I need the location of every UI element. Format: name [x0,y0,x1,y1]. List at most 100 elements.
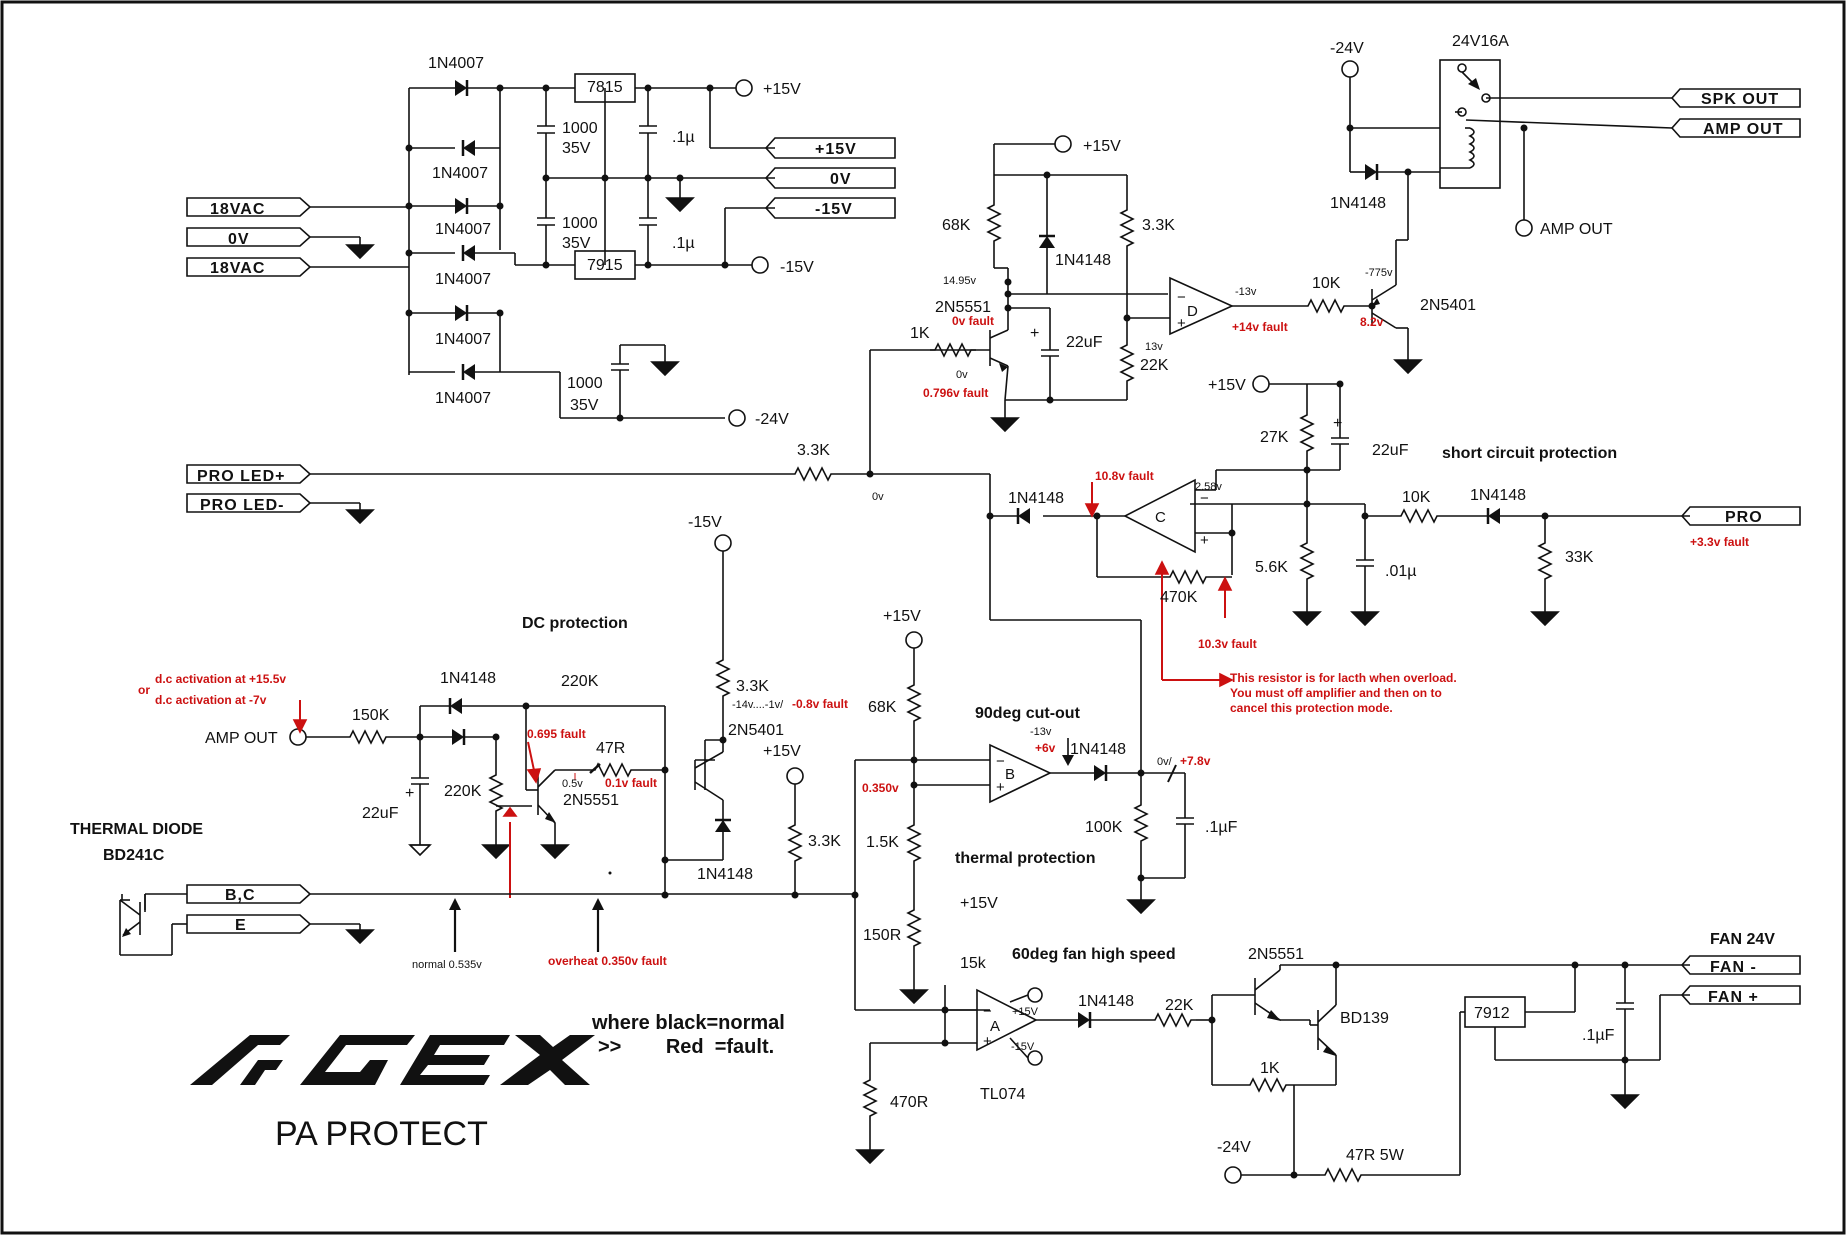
section-dc-protection: DC protection [522,615,628,632]
label-m24v-fan: -24V [1217,1139,1251,1156]
label-q-fan: 2N5551 [1248,946,1304,963]
label-c-diode: 1N4148 [1008,490,1064,507]
label-r100k: 100K [1085,819,1123,836]
label-b-diode: 1N4148 [1070,741,1126,758]
label-d2: 1N4007 [432,165,488,182]
label-dc-diode: 1N4148 [440,670,496,687]
label-m08-fault: -0.8v fault [792,697,848,711]
label-rail-p15: +15V [763,81,801,98]
label-overheat: overheat 0.350v fault [548,954,667,968]
label-relay: 24V16A [1452,33,1509,50]
label-opa: A [990,1018,1000,1035]
annotation-or: or [138,683,150,697]
label-258v: 2.58v [1195,481,1222,493]
label-r220k-low: 220K [444,783,482,800]
label-7815: 7815 [587,79,623,96]
annotation-latch-1: This resistor is for lacth when overload… [1230,671,1457,685]
label-d3: 1N4007 [435,221,491,238]
terminal-18vac-2: 18VAC [210,260,265,277]
annotation-dca-2: d.c activation at -7v [155,693,267,707]
label-r15k: 1.5K [866,834,899,851]
label-r1k: 1K [910,325,930,342]
terminal-m15v: -15V [815,201,853,218]
label-82v: 8.2v [1360,315,1384,329]
terminal-e: E [235,917,247,934]
label-p33-fault: +3.3v fault [1690,535,1749,549]
label-r15k-fan: 15k [960,955,987,972]
label-m13v-d: -13v [1235,286,1257,298]
label-opd-plus: + [1177,315,1186,332]
label-c5-value: 1000 [567,375,603,392]
label-q2n5401-dc: 2N5401 [728,722,784,739]
label-7915: 7915 [587,257,623,274]
label-opb: B [1005,766,1015,783]
label-0350v: 0.350v [862,781,899,795]
label-c22uf-dc-plus: + [405,785,414,802]
label-sc-rail: +15V [1208,377,1246,394]
terminal-pro-led-p: PRO LED+ [197,468,285,485]
label-r150r: 150R [863,927,901,944]
label-q2n5401-top: 2N5401 [1420,297,1476,314]
terminal-0v-in: 0V [228,231,250,248]
label-rail-m24: -24V [755,411,789,428]
label-m14v: -14v....-1v/ [732,699,784,711]
terminal-fan-title: FAN 24V [1710,931,1775,948]
label-05v: 0.5v [562,778,583,790]
section-short-circuit: short circuit protection [1442,445,1617,462]
legend-line-2: >> Red =fault. [598,1036,774,1058]
label-r33k-led: 3.3K [797,442,830,459]
label-c22uf-sc: 22uF [1372,442,1409,459]
label-c1-value: 1000 [562,120,598,137]
label-108v: 10.8v fault [1095,469,1154,483]
page-title: PA PROTECT [275,1115,488,1153]
label-r33k-sc: 33K [1565,549,1594,566]
label-opb-plus: + [996,779,1005,796]
label-1495v: 14.95v [943,275,977,287]
annotation-latch-3: cancel this protection mode. [1230,701,1393,715]
label-d1: 1N4007 [428,55,484,72]
label-m24v-relay: -24V [1330,40,1364,57]
label-0v-led: 0v [872,491,884,503]
label-01-fault: 0.1v fault [605,776,657,790]
label-r47r: 47R [596,740,625,757]
label-c01uf-fan: .1µF [1582,1027,1615,1044]
label-opc-plus: + [1200,532,1209,549]
label-opd-minus: − [1177,289,1186,306]
label-r470k: 470K [1160,589,1198,606]
label-0695-fault: 0.695 fault [527,727,586,741]
terminal-fan-p: FAN + [1708,989,1759,1006]
label-a-diode: 1N4148 [1078,993,1134,1010]
label-13v: 13v [1145,341,1163,353]
label-m15v-dc: -15V [688,514,722,531]
label-c01uf-thermal: .1µF [1205,819,1238,836]
label-opa-minus: − [983,1003,992,1020]
label-r220k-top: 220K [561,673,599,690]
terminal-spk-out: SPK OUT [1701,91,1779,108]
legend-line-1: where black=normal [591,1012,785,1034]
label-opd: D [1187,303,1198,320]
label-c2-value: 1000 [562,215,598,232]
label-p6v: +6v [1035,741,1056,755]
label-c1-voltage: 35V [562,140,591,157]
label-p14-fault: +14v fault [1232,320,1288,334]
label-bd139: BD139 [1340,1010,1389,1027]
terminal-amp-out: AMP OUT [1703,121,1783,138]
label-normal: normal 0.535v [412,959,482,971]
section-thermal-diode: THERMAL DIODE [70,821,203,838]
label-amp-out-dc: AMP OUT [205,730,278,747]
apex-logo [190,1035,595,1085]
label-r47r5w: 47R 5W [1346,1147,1405,1164]
label-r56k: 5.6K [1255,559,1288,576]
label-amp-out-relay: AMP OUT [1540,221,1613,238]
label-m775v: -775v [1365,267,1393,279]
label-c22uf-top: 22uF [1066,334,1103,351]
label-opb-minus: − [996,753,1005,770]
label-r10k-d: 10K [1312,275,1341,292]
label-dc-rail: +15V [763,743,801,760]
section-cutout: 90deg cut-out [975,705,1081,722]
label-opc: C [1155,509,1166,526]
label-sc-diode: 1N4148 [1470,487,1526,504]
